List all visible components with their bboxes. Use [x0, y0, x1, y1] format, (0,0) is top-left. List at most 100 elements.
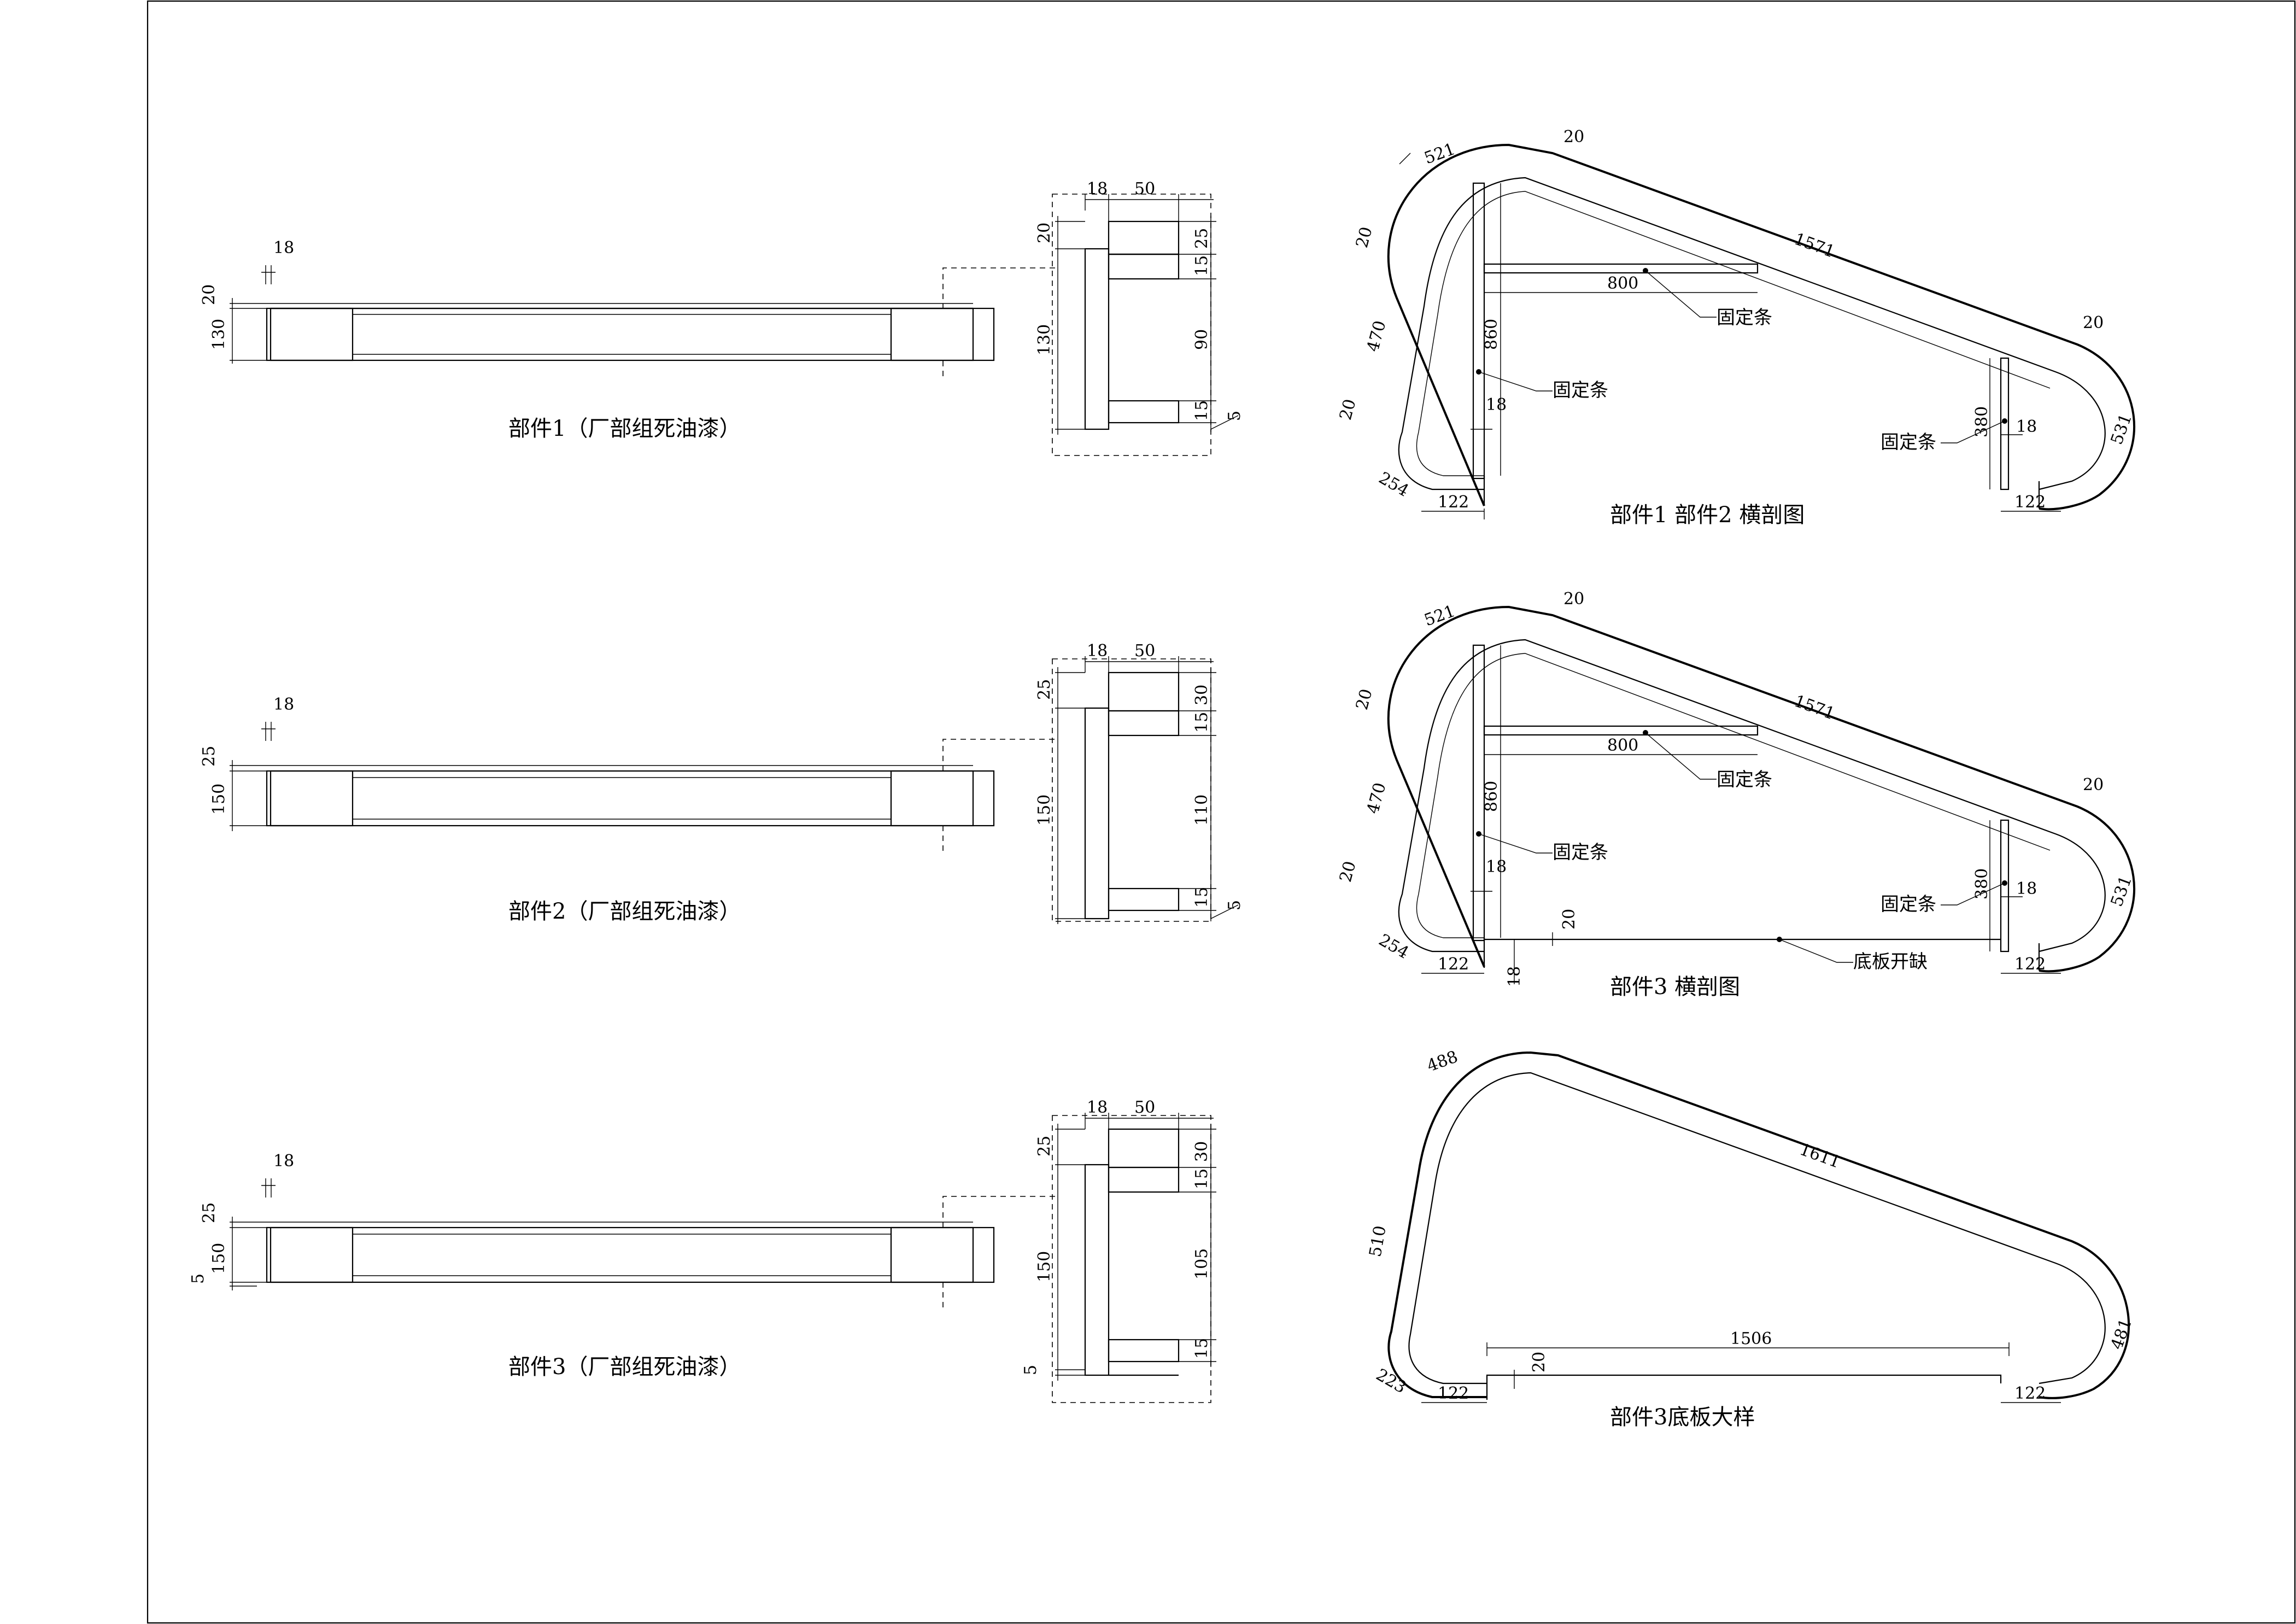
base-foot-l: 122 [1438, 1384, 1469, 1403]
s3-span: 800 [1607, 736, 1638, 755]
s3-slope: 1571 [1791, 692, 1837, 724]
d3-bottom: 5 [1021, 1365, 1040, 1375]
part3-height-dim: 150 [209, 1243, 229, 1274]
part2-plank-dim: 18 [273, 695, 294, 714]
d2-seg2: 15 [1192, 712, 1211, 733]
s3-fix2: 固定条 [1553, 842, 1608, 863]
s12-title: 部件1 部件2 横剖图 [1610, 503, 1805, 528]
s3-post-t: 18 [1486, 857, 1507, 877]
part1-top-dim: 20 [200, 284, 219, 305]
s3-arc-tl: 521 [1422, 601, 1458, 630]
d2-height: 150 [1035, 795, 1054, 826]
s12-gap-r: 20 [2083, 313, 2104, 332]
d1-height: 130 [1035, 324, 1054, 355]
s12-post-h: 860 [1482, 319, 1501, 350]
part3-bottom-dim: 5 [189, 1274, 208, 1284]
part2-height-dim: 150 [209, 784, 229, 815]
base-span: 1506 [1730, 1329, 1772, 1348]
s3-arc-r: 531 [2107, 873, 2136, 909]
s3-gap-r: 20 [2083, 775, 2104, 795]
d3-height: 150 [1035, 1251, 1054, 1282]
d3-seg4: 15 [1192, 1338, 1211, 1359]
s12-arc-r: 531 [2107, 411, 2136, 447]
d2-plank: 18 [1087, 641, 1108, 661]
part2-top-dim: 25 [200, 746, 219, 767]
part1-height-dim: 130 [209, 319, 229, 350]
s3-gap-l2: 20 [1336, 859, 1360, 884]
d1-seg5: 5 [1225, 411, 1244, 421]
s3-post-h: 860 [1482, 781, 1501, 812]
d1-seg2: 15 [1192, 255, 1211, 276]
d2-seg5: 5 [1225, 900, 1244, 910]
base-arc-tl: 488 [1425, 1047, 1461, 1076]
d3-top: 25 [1035, 1136, 1054, 1156]
part1-detail: 18 50 20 130 25 15 90 15 5 [1035, 179, 1244, 456]
part3-plank-dim: 18 [273, 1152, 294, 1171]
part2-detail: 18 50 25 150 30 15 110 15 5 [1035, 641, 1244, 924]
s12-gap-l1: 20 [1352, 225, 1377, 250]
section-part1-part2: 122 122 800 860 18 380 18 521 20 1571 20… [1336, 127, 2136, 528]
s3-title: 部件3 横剖图 [1610, 974, 1740, 1000]
d3-seg1: 30 [1192, 1141, 1211, 1162]
d2-width: 50 [1134, 641, 1155, 661]
d2-top: 25 [1035, 679, 1054, 700]
part1-elevation: 18 20 130 部件1（厂部组死油漆） [200, 238, 1055, 441]
d1-seg4: 15 [1192, 400, 1211, 421]
base-left: 510 [1366, 1224, 1390, 1258]
s3-gap-l1: 20 [1352, 687, 1377, 712]
s3-fix1: 固定条 [1717, 769, 1772, 791]
base-arc-bl: 223 [1373, 1365, 1409, 1398]
s12-gap-l2: 20 [1336, 397, 1360, 422]
d2-seg3: 110 [1192, 795, 1211, 826]
s3-foot-r: 122 [2014, 955, 2046, 974]
s12-span: 800 [1607, 274, 1638, 293]
s12-foot-r: 122 [2014, 493, 2046, 512]
drawing-frame [147, 0, 2296, 1624]
d1-seg1: 25 [1192, 228, 1211, 249]
s3-foot-l: 122 [1438, 955, 1469, 974]
d3-plank: 18 [1087, 1098, 1108, 1117]
part1-title: 部件1（厂部组死油漆） [508, 416, 741, 441]
d1-top: 20 [1035, 223, 1054, 243]
base-slope: 1611 [1797, 1140, 1843, 1172]
s12-left: 470 [1363, 319, 1390, 354]
section-base-plate: 122 122 1506 20 488 1611 510 481 223 部件3… [1366, 1047, 2136, 1430]
s3-gap-t: 20 [1563, 589, 1584, 609]
part2-elevation: 18 25 150 部件2（厂部组死油漆） [200, 695, 1055, 924]
d1-plank: 18 [1087, 179, 1108, 198]
d3-seg3: 105 [1192, 1248, 1211, 1280]
s12-gap-t: 20 [1563, 127, 1584, 147]
part3-title: 部件3（厂部组死油漆） [508, 1354, 741, 1380]
s3-post-r-h: 380 [1972, 868, 1992, 899]
s12-post-r-h: 380 [1972, 406, 1992, 437]
part3-top-dim: 25 [200, 1202, 219, 1223]
s12-fix1: 固定条 [1717, 307, 1772, 329]
d3-seg2: 15 [1192, 1169, 1211, 1189]
s3-fix3: 固定条 [1881, 893, 1936, 915]
d1-width: 50 [1134, 179, 1155, 198]
base-arc-r: 481 [2107, 1316, 2136, 1352]
part3-detail: 18 50 25 150 5 30 15 105 15 [1021, 1098, 1216, 1403]
s3-notch-label: 底板开缺 [1853, 951, 1928, 973]
section-part3: 122 122 800 860 18 18 20 380 18 521 20 1… [1336, 589, 2136, 1000]
s12-post-t: 18 [1486, 395, 1507, 414]
part1-plank-dim: 18 [273, 238, 294, 258]
s3-bottom-t: 18 [1505, 966, 1524, 987]
s12-foot-l: 122 [1438, 493, 1469, 512]
s3-notch: 20 [1560, 909, 1579, 930]
part3-elevation: 18 25 150 5 部件3（厂部组死油漆） [189, 1152, 1055, 1380]
base-foot-r: 122 [2014, 1384, 2046, 1403]
s12-slope: 1571 [1791, 230, 1837, 262]
base-title: 部件3底板大样 [1610, 1405, 1755, 1430]
s3-post-r-t: 18 [2016, 879, 2037, 898]
d2-seg4: 15 [1192, 887, 1211, 908]
s3-left: 470 [1363, 781, 1390, 816]
d1-seg3: 90 [1192, 329, 1211, 350]
part2-title: 部件2（厂部组死油漆） [508, 899, 741, 924]
s12-arc-tl: 521 [1422, 139, 1458, 168]
s12-fix3: 固定条 [1881, 431, 1936, 453]
base-notch: 20 [1530, 1352, 1549, 1372]
s12-fix2: 固定条 [1553, 379, 1608, 401]
s12-post-r-t: 18 [2016, 417, 2037, 436]
